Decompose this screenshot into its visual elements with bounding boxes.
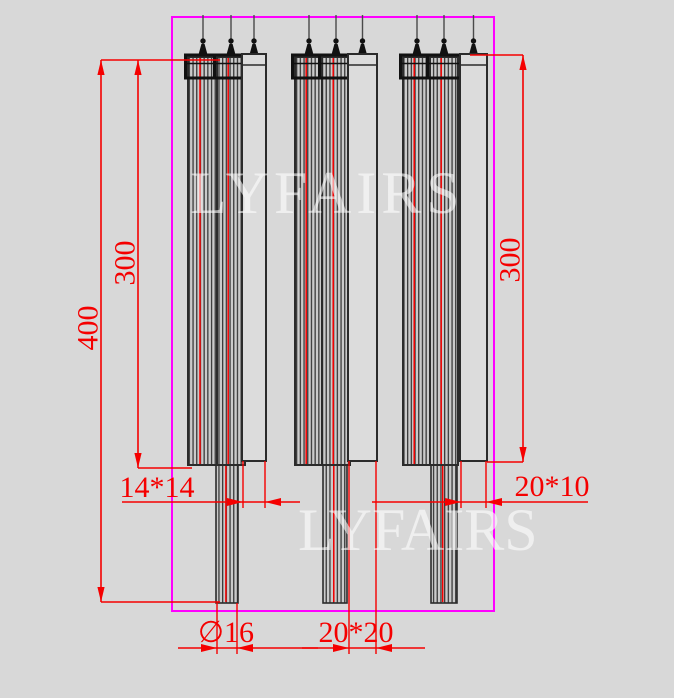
- arrow-left: [486, 498, 502, 506]
- finial-cone: [304, 44, 314, 55]
- finial-ball: [333, 38, 339, 44]
- dimension-right_tube_length: 300: [470, 54, 527, 463]
- striped-tube: [321, 56, 351, 466]
- dimension-label-overall_height: 400: [72, 306, 105, 351]
- hanging-rod: [215, 458, 239, 604]
- arrow-right: [333, 644, 349, 652]
- striped-tube: [402, 56, 432, 466]
- finial-ball: [470, 38, 477, 44]
- finial-cone: [249, 44, 259, 55]
- finial-ball: [441, 38, 447, 44]
- finial-cone: [468, 44, 479, 55]
- finial-cone: [357, 44, 368, 55]
- arrow-up: [97, 60, 105, 75]
- dimension-square_profile_small: 14*14: [120, 461, 300, 508]
- finial-ball: [200, 38, 206, 44]
- hanging-rod: [430, 458, 458, 604]
- plain-tube: [459, 53, 488, 462]
- plain-tube: [347, 53, 378, 462]
- pendant-group-2: [291, 15, 378, 604]
- plain-tube: [241, 53, 267, 462]
- dimension-overall_height: 400: [72, 59, 220, 603]
- striped-tube: [216, 56, 246, 466]
- arrow-down: [97, 587, 105, 602]
- dimension-label-right_tube_length: 300: [494, 238, 527, 283]
- finial-ball: [251, 38, 257, 44]
- dimension-label-square_profile_small: 14*14: [120, 471, 195, 504]
- dimension-label-left_tube_length: 300: [109, 241, 142, 286]
- finial-ball: [228, 38, 234, 44]
- hanging-rod: [322, 458, 348, 604]
- finial-ball: [359, 38, 366, 44]
- dimension-label-rect_profile: 20*10: [515, 470, 590, 503]
- striped-tube: [187, 56, 219, 466]
- dimension-label-rod_diameter: ∅16: [198, 616, 254, 649]
- dimension-square_profile_large: 20*20: [302, 461, 425, 654]
- arrow-right: [201, 644, 217, 652]
- finial-cone: [439, 44, 449, 55]
- pendant-group-1: [184, 15, 267, 604]
- arrow-up: [134, 60, 142, 75]
- arrow-right: [227, 498, 243, 506]
- striped-tube: [294, 56, 324, 466]
- dimension-rod_diameter: ∅16: [178, 603, 318, 654]
- dimension-label-square_profile_large: 20*20: [319, 616, 394, 649]
- arrow-down: [134, 453, 142, 468]
- striped-tube: [429, 56, 459, 466]
- finial-cone: [412, 44, 422, 55]
- arrow-down: [519, 447, 527, 462]
- dimension-left_tube_length: 300: [109, 60, 192, 469]
- arrow-left: [265, 498, 281, 506]
- arrow-right: [445, 498, 461, 506]
- arrow-up: [519, 55, 527, 70]
- arrow-left: [376, 644, 392, 652]
- arrow-left: [237, 644, 253, 652]
- pendant-group-3: [399, 15, 488, 604]
- finial-cone: [198, 44, 208, 55]
- finial-ball: [306, 38, 312, 44]
- dimension-rect_profile: 20*10: [372, 461, 590, 508]
- finial-cone: [226, 44, 236, 55]
- finial-ball: [414, 38, 420, 44]
- finial-cone: [331, 44, 341, 55]
- frame-border: [171, 16, 495, 612]
